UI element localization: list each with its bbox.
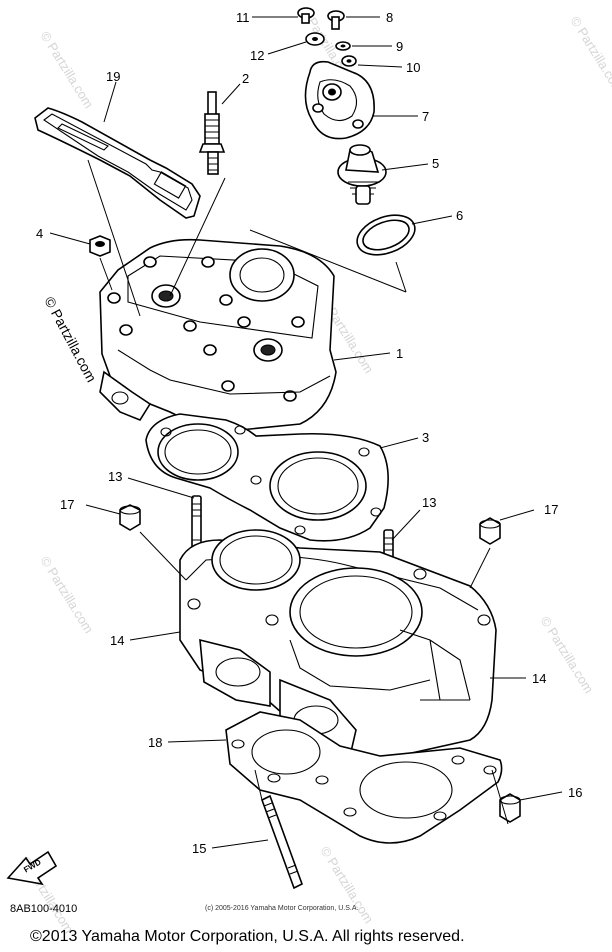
callout-14-left: 14 [110,633,124,648]
fwd-arrow: FWD [6,850,58,886]
callout-12: 12 [250,48,264,63]
callout-17-left: 17 [60,497,74,512]
callout-numbers: 11 8 12 9 10 7 5 6 2 19 4 1 3 13 17 13 1… [36,10,582,856]
bolt-11-drawing[interactable] [297,7,315,24]
callout-3: 3 [422,430,429,445]
watermark-dark: © Partzilla.com [41,294,99,385]
callout-13-right: 13 [422,495,436,510]
callout-10: 10 [406,60,420,75]
callout-11: 11 [236,10,250,25]
callout-1: 1 [396,346,403,361]
thermostat-cover-7-drawing[interactable] [304,60,375,140]
emblem-19-drawing[interactable] [34,107,201,219]
thermostat-5-drawing[interactable] [337,144,387,205]
watermark: © Partzilla.com [37,29,96,111]
callout-5: 5 [432,156,439,171]
copyright-notice: ©2013 Yamaha Motor Corporation, U.S.A. A… [30,928,465,945]
washer-10-drawing[interactable] [341,55,357,67]
callout-2: 2 [242,71,249,86]
diagram-code: 8AB100-4010 [10,903,78,915]
watermark: © Partzilla.com [567,14,612,96]
watermark: © Partzilla.com [37,554,96,636]
callout-9: 9 [396,39,403,54]
washer-9-drawing[interactable] [335,41,351,51]
callout-16: 16 [568,785,582,800]
spark-plug-2-drawing[interactable] [198,91,226,175]
nut-17-left-drawing[interactable] [119,504,141,531]
o-ring-6-drawing[interactable] [352,208,421,262]
bolt-8-drawing[interactable] [327,10,345,30]
callout-18: 18 [148,735,162,750]
callout-7: 7 [422,109,429,124]
callout-19: 19 [106,69,120,84]
copyright-small: (c) 2005-2016 Yamaha Motor Corporation, … [205,905,359,912]
stud-bolt-15-drawing[interactable] [261,794,303,890]
callout-14-right: 14 [532,671,546,686]
cylinder-14-drawing[interactable] [179,529,497,761]
cylinder-head-1-drawing[interactable] [99,238,337,431]
watermark: © Partzilla.com [317,844,376,926]
callout-13-left: 13 [108,469,122,484]
callout-6: 6 [456,208,463,223]
callout-8: 8 [386,10,393,25]
washer-12-drawing[interactable] [305,32,325,46]
callout-17-right: 17 [544,502,558,517]
head-gasket-3-drawing[interactable] [145,413,389,542]
nut-17-right-drawing[interactable] [479,517,501,545]
callout-4: 4 [36,226,43,241]
nut-4-drawing[interactable] [89,235,111,257]
callout-15: 15 [192,841,206,856]
leader-lines [49,16,563,849]
base-gasket-18-drawing[interactable] [225,711,503,844]
